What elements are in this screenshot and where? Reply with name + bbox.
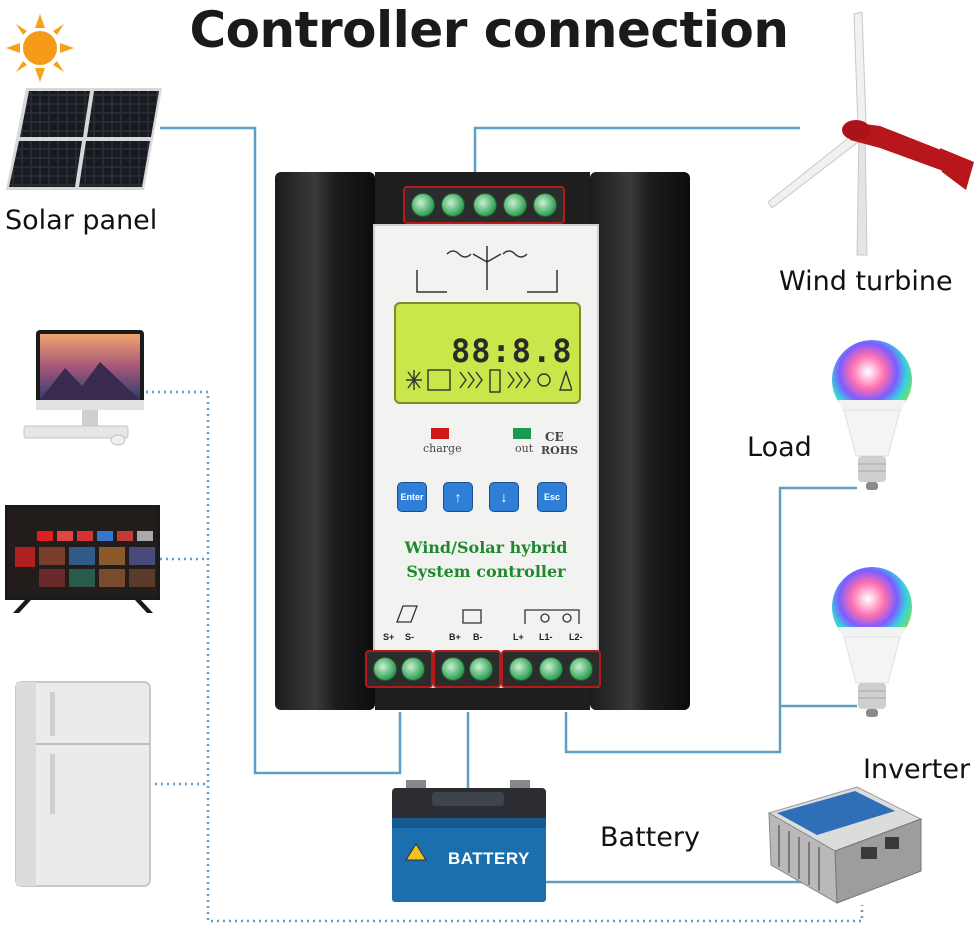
right-heatsink xyxy=(590,172,690,710)
wire-wind xyxy=(473,126,800,172)
lcd-digits: 88:8.8 xyxy=(451,332,573,370)
term-label-s-plus: S+ xyxy=(383,632,395,642)
label-load: Load xyxy=(747,432,812,463)
rohs-mark: ROHS xyxy=(541,444,579,457)
load-terminal-block xyxy=(501,650,601,688)
label-wind-turbine: Wind turbine xyxy=(779,266,953,297)
down-button[interactable]: ↓ xyxy=(489,482,519,512)
charge-led xyxy=(431,428,449,439)
enter-button[interactable]: Enter xyxy=(397,482,427,512)
controller-title-line2: System controller xyxy=(406,562,566,581)
lcd-icons xyxy=(406,369,572,393)
refrigerator-icon xyxy=(15,681,151,887)
sun-icon xyxy=(6,14,74,82)
tv-icon xyxy=(5,505,160,613)
wind-terminal-block xyxy=(403,186,565,224)
ce-mark: CE xyxy=(545,430,564,444)
controller-face-panel: 88:8.8 charge out CE ROHS Enter ↑ ↓ Esc xyxy=(373,224,599,688)
esc-button[interactable]: Esc xyxy=(537,482,567,512)
page-title: Controller connection xyxy=(189,1,789,59)
battery-text: BATTERY xyxy=(448,849,530,868)
left-heatsink xyxy=(275,172,375,710)
battery-terminal-block xyxy=(433,650,501,688)
term-label-b-minus: B- xyxy=(473,632,483,642)
wind-turbine-icon xyxy=(767,12,974,256)
term-label-l2-minus: L2- xyxy=(569,632,583,642)
light-bulb-icon-1 xyxy=(832,340,912,490)
out-led-label: out xyxy=(515,442,534,455)
term-label-b-plus: B+ xyxy=(449,632,461,642)
battery-icon: ! xyxy=(392,780,546,902)
charge-led-label: charge xyxy=(423,442,462,455)
controller-title-line1: Wind/Solar hybrid xyxy=(404,538,568,557)
up-button[interactable]: ↑ xyxy=(443,482,473,512)
lcd-display: 88:8.8 xyxy=(394,302,581,404)
hybrid-controller: 88:8.8 charge out CE ROHS Enter ↑ ↓ Esc xyxy=(275,172,690,710)
wind-generator-icon xyxy=(416,246,558,293)
term-label-l-plus: L+ xyxy=(513,632,524,642)
terminal-symbols xyxy=(396,605,580,624)
label-battery: Battery xyxy=(600,822,700,853)
solar-terminal-block xyxy=(365,650,433,688)
term-label-s-minus: S- xyxy=(405,632,414,642)
wire-load xyxy=(564,486,857,754)
computer-monitor-icon xyxy=(23,330,144,446)
label-solar-panel: Solar panel xyxy=(5,205,158,236)
out-led xyxy=(513,428,531,439)
inverter-icon xyxy=(767,786,923,904)
term-label-l1-minus: L1- xyxy=(539,632,553,642)
solar-panel-icon xyxy=(6,88,162,190)
label-inverter: Inverter xyxy=(863,754,971,785)
wire-solar xyxy=(160,126,402,775)
light-bulb-icon-2 xyxy=(832,567,912,717)
